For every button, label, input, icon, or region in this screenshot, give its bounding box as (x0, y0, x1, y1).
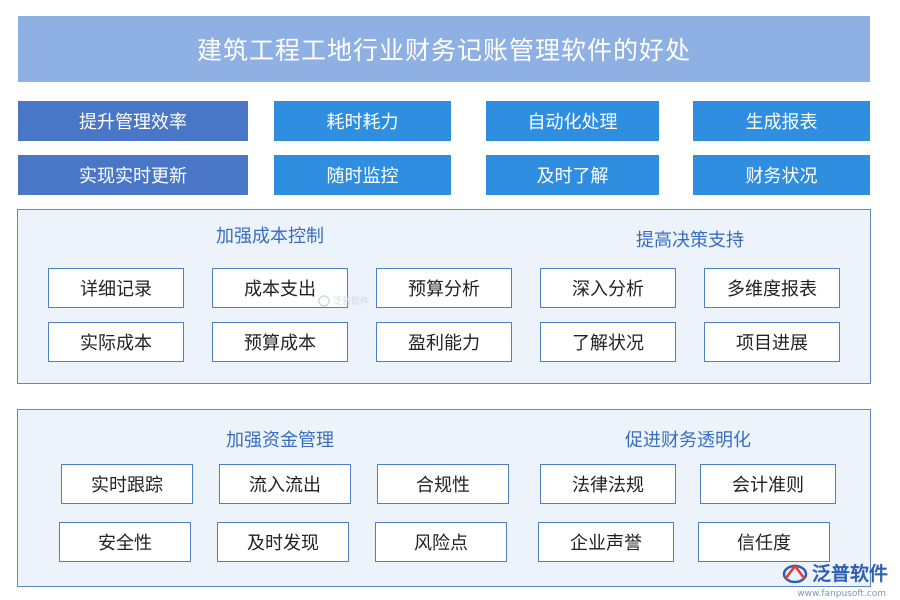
benefit-button-1: 提升管理效率 (18, 101, 248, 141)
item-accounting-standards: 会计准则 (700, 464, 836, 504)
logo-text: 泛普软件 (811, 563, 888, 585)
benefit-button-3: 自动化处理 (486, 101, 659, 141)
panel1-right-title: 提高决策支持 (636, 230, 744, 251)
benefit-button-2: 耗时耗力 (274, 101, 451, 141)
watermark-text: 泛普软件 (333, 297, 370, 307)
panel2-right-title: 促进财务透明化 (625, 430, 751, 451)
item-multi-dim-report: 多维度报表 (704, 268, 840, 308)
item-cost-expenditure: 成本支出 (212, 268, 348, 308)
logo-url: www.fanpusoft.com (797, 589, 886, 599)
item-project-progress: 项目进展 (704, 322, 840, 362)
benefit-button-5: 实现实时更新 (18, 155, 248, 195)
item-risk-points: 风险点 (375, 522, 507, 562)
panel1-left-title: 加强成本控制 (216, 226, 324, 247)
item-laws-regulations: 法律法规 (540, 464, 676, 504)
benefit-button-4: 生成报表 (693, 101, 870, 141)
item-understand-status: 了解状况 (540, 322, 676, 362)
item-in-depth-analysis: 深入分析 (540, 268, 676, 308)
item-profitability: 盈利能力 (376, 322, 512, 362)
item-actual-cost: 实际成本 (48, 322, 184, 362)
item-budget-cost: 预算成本 (212, 322, 348, 362)
watermark-logo-icon (318, 294, 330, 307)
fanpu-logo-icon (782, 563, 808, 583)
item-compliance: 合规性 (377, 464, 509, 504)
item-corporate-reputation: 企业声誉 (538, 522, 674, 562)
item-timely-discovery: 及时发现 (217, 522, 349, 562)
panel2-left-title: 加强资金管理 (226, 430, 334, 451)
watermark: 泛普软件 (318, 294, 369, 307)
benefit-button-8: 财务状况 (693, 155, 870, 195)
page-title: 建筑工程工地行业财务记账管理软件的好处 (18, 16, 870, 82)
item-safety: 安全性 (59, 522, 191, 562)
item-realtime-tracking: 实时跟踪 (61, 464, 193, 504)
item-trust: 信任度 (698, 522, 830, 562)
item-budget-analysis: 预算分析 (376, 268, 512, 308)
benefit-button-6: 随时监控 (274, 155, 451, 195)
item-detailed-records: 详细记录 (48, 268, 184, 308)
benefit-button-7: 及时了解 (486, 155, 659, 195)
brand-logo: 泛普软件 (782, 559, 888, 586)
item-inflow-outflow: 流入流出 (219, 464, 351, 504)
